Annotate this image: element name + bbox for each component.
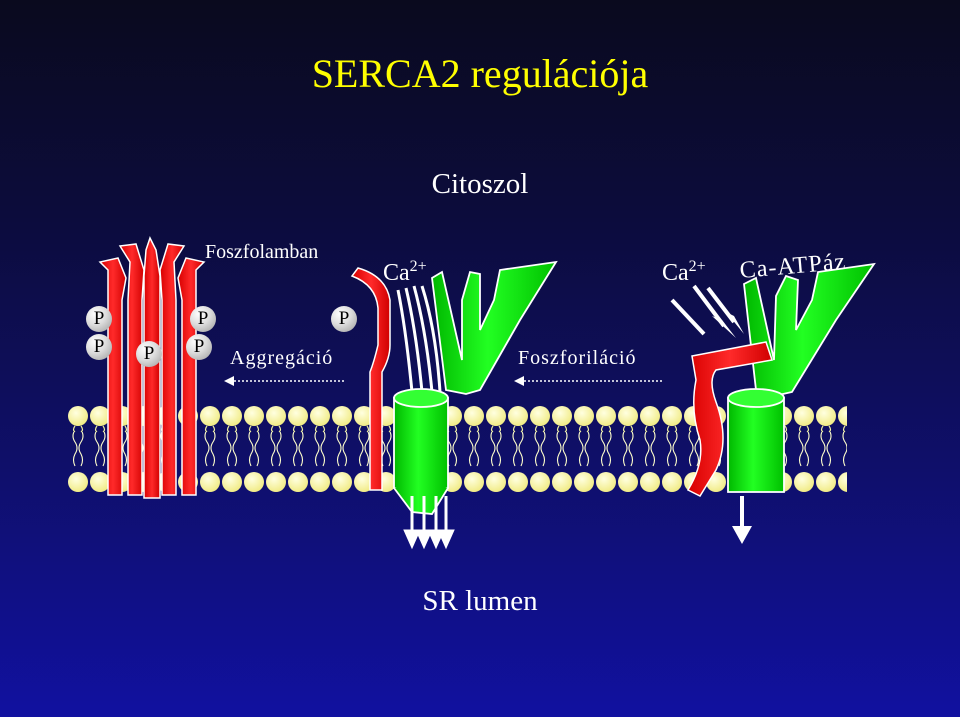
sr-lumen-label: SR lumen: [422, 585, 538, 617]
calcium-charge: 2+: [409, 258, 427, 275]
calcium-charge: 2+: [688, 258, 706, 275]
slide-title: SERCA2 regulációja: [311, 51, 649, 96]
calcium-symbol: Ca: [662, 260, 689, 286]
phosphate-group: P: [190, 306, 216, 332]
aggregation-label: Aggregáció: [230, 347, 334, 369]
phospholamban-bound: [686, 341, 773, 497]
phosphate-group: P: [331, 306, 357, 332]
phosphate-group: P: [86, 334, 112, 360]
ca-atpase-active: [393, 260, 558, 515]
phosphorylation-arrow: [514, 376, 662, 386]
calcium-label-left: Ca2+: [383, 258, 427, 287]
cytosol-label: Citoszol: [431, 168, 529, 200]
calcium-exit-arrow-right: [732, 496, 752, 544]
phosphate-group: P: [186, 334, 212, 360]
phospholamban-label: Foszfolamban: [205, 241, 319, 263]
phospholamban-monomer: [350, 267, 391, 491]
calcium-exit-arrows: [403, 496, 455, 550]
phosphate-group: P: [86, 306, 112, 332]
phosphorylation-label: Foszforiláció: [518, 347, 637, 369]
calcium-symbol: Ca: [383, 260, 410, 286]
phospholamban-pentamer: [98, 236, 206, 499]
calcium-entry-arrows-right: [670, 284, 744, 346]
phosphate-group: P: [136, 341, 162, 367]
calcium-label-right: Ca2+: [662, 258, 706, 287]
aggregation-arrow: [224, 376, 344, 386]
calcium-entry-arrows: [396, 285, 442, 393]
ca-atpase-inhibited: [727, 262, 876, 493]
